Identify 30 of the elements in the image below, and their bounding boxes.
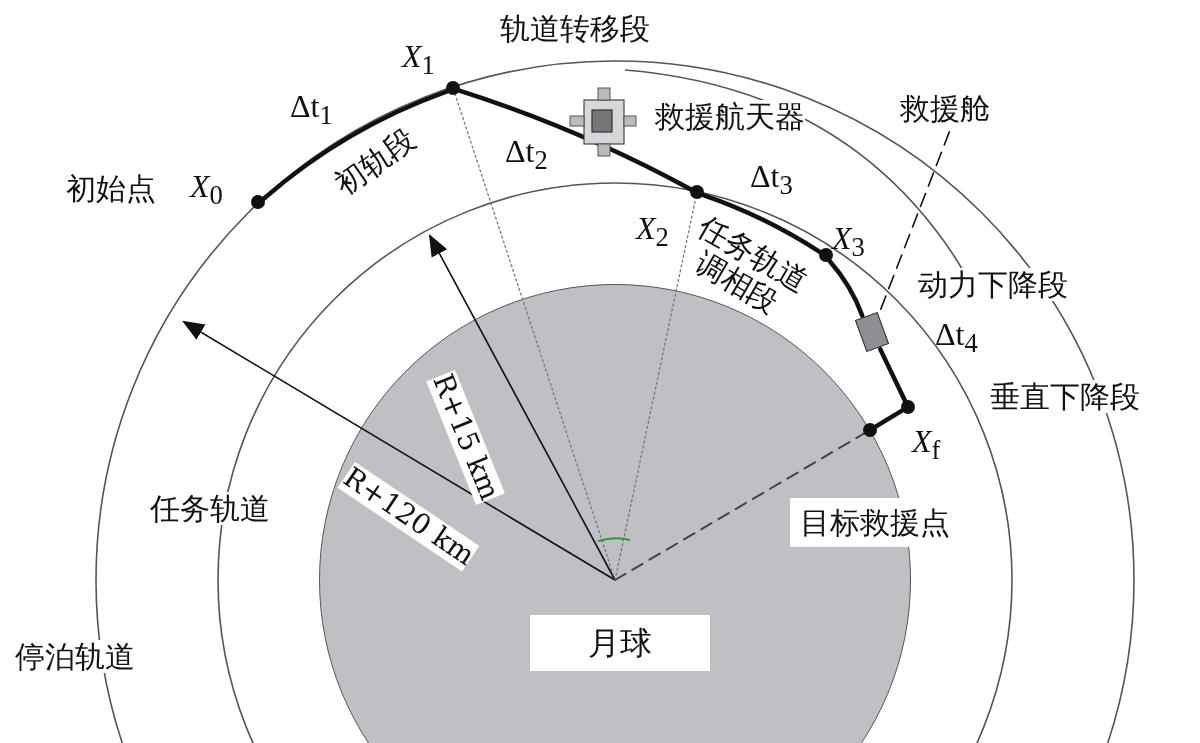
orbit-label: 停泊轨道	[15, 640, 135, 673]
radial-line	[454, 93, 616, 581]
trajectory-segment	[261, 89, 450, 201]
trajectory-segment	[827, 258, 865, 318]
trajectory-point	[446, 81, 460, 95]
radial-line	[614, 198, 697, 581]
trajectory-segment	[877, 346, 908, 403]
point-label: X$_{f}$	[912, 425, 941, 465]
radial-line	[614, 432, 865, 581]
trajectory-segment	[873, 408, 905, 429]
trajectory-segment	[701, 192, 822, 255]
point-label: X$_{0}$	[190, 170, 223, 210]
moon-label: 月球	[530, 615, 710, 671]
phase-label: 垂直下降段	[990, 380, 1140, 413]
trajectory-point	[901, 400, 915, 414]
phase-label: 任务轨道调相段	[688, 207, 815, 322]
trajectory-segment	[457, 88, 693, 192]
point-label: X$_{3}$	[832, 222, 865, 262]
edge-label: Δt$_{4}$	[935, 318, 978, 358]
trajectory-point	[819, 248, 833, 262]
edge-label: Δt$_{2}$	[505, 135, 548, 175]
edge-label: Δt$_{3}$	[750, 160, 793, 200]
point-label: X$_{1}$	[402, 40, 435, 80]
trajectory-point	[690, 185, 704, 199]
point-label: X$_{2}$	[636, 212, 669, 252]
capsule-label: 救援舱	[900, 92, 990, 125]
point-label: 初始点	[66, 174, 156, 204]
trajectory-point	[251, 195, 265, 209]
trajectory-point	[863, 423, 877, 437]
orbit-label: 任务轨道	[150, 492, 270, 525]
